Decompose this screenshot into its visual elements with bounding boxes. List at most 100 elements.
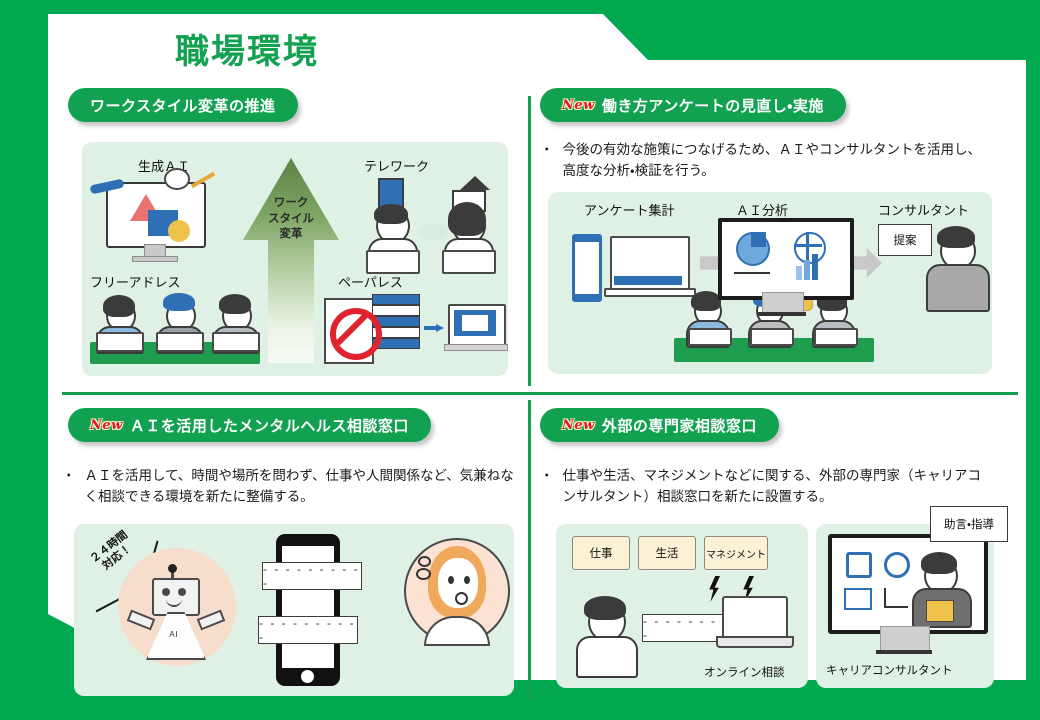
bullet-text: 今後の有効な施策につなげるため、ＡＩやコンサルタントを活用し、高度な分析・検証を… <box>562 142 982 178</box>
section-heading-label: 外部の専門家相談窓口 <box>601 417 757 435</box>
robot-eye <box>178 588 186 596</box>
figure-label-consultant: コンサルタント <box>878 203 970 218</box>
office-building-icon <box>378 178 404 208</box>
prohibited-icon <box>330 308 382 360</box>
hair-icon <box>691 291 721 311</box>
laptop-icon <box>212 332 260 352</box>
palette-icon <box>164 168 190 190</box>
section-heading-external-expert-desk[interactable]: New 外部の専門家相談窓口 <box>540 408 779 442</box>
chat-bubble-text: - - - - - - - - - - <box>263 562 360 590</box>
folder-icon <box>926 600 954 622</box>
line-chart-icon <box>734 272 770 274</box>
display-foot <box>758 312 806 316</box>
arrow-label: ワーク スタイル 変革 <box>243 196 339 243</box>
avatar-body <box>576 636 638 678</box>
section-heading-label: ワークスタイル変革の推進 <box>90 97 276 115</box>
display-foot <box>876 650 932 654</box>
chat-bubble-text: - - - - - - - - - - <box>259 616 356 644</box>
book-icon <box>372 305 420 316</box>
speech-bubble-proposal: 提案 <box>878 224 932 256</box>
laptop-base <box>444 344 508 351</box>
bullet-marker: ・ <box>540 142 554 157</box>
arrow-label-line-3: 変革 <box>279 228 303 241</box>
home-roof-icon <box>460 176 490 190</box>
hair-icon <box>921 552 957 574</box>
figure-online-consultation: 仕事 生活 マネジメント - - - - - - - - オンライン相談 <box>556 524 808 688</box>
document-icon <box>462 315 488 331</box>
section-heading-label: ＡＩを活用したメンタルヘルス相談窓口 <box>129 417 409 435</box>
analysis-display-icon <box>718 218 854 300</box>
avatar-body <box>926 264 990 312</box>
divider-vertical-top <box>528 96 531 386</box>
robot-antenna-tip <box>168 564 177 573</box>
smartphone-screen <box>575 242 599 294</box>
speech-bubble-text: 提案 <box>893 235 917 247</box>
figure-label-survey-aggregation: アンケート集計 <box>584 203 675 218</box>
section-heading-label: 働き方アンケートの見直し・実施 <box>601 97 824 115</box>
snowflake-spoke <box>794 244 822 247</box>
cloud-icon <box>418 224 448 240</box>
divider-vertical-bottom <box>528 400 531 700</box>
topic-bubble-text: マネジメント <box>706 549 766 561</box>
topic-bubble-work: 仕事 <box>572 536 630 570</box>
new-badge-icon: New <box>562 97 595 113</box>
bar-chart-icon <box>804 260 810 280</box>
circle-shape-icon <box>168 220 190 242</box>
laptop-base <box>716 636 794 648</box>
figure-label-paperless: ペーパレス <box>338 275 403 290</box>
hair-icon <box>103 295 135 317</box>
bullet-ai-mental-health-desk: ・ ＡＩを活用して、時間や場所を問わず、仕事や人間関係など、気兼ねなく相談できる… <box>62 466 514 508</box>
blue-arrow-icon <box>424 324 444 332</box>
cpu-chip-icon <box>846 552 872 578</box>
emotion-mark-icon <box>416 568 431 580</box>
emotion-mark-icon <box>418 556 431 567</box>
laptop-icon <box>716 596 794 648</box>
laptop-icon <box>688 328 732 346</box>
new-badge-icon: New <box>562 417 595 433</box>
bullet-work-style-survey: ・ 今後の有効な施策につなげるため、ＡＩやコンサルタントを活用し、高度な分析・検… <box>540 140 992 182</box>
hair-icon <box>584 596 626 620</box>
chat-bubble-text: - - - - - - - - <box>643 614 717 642</box>
section-heading-work-style-reform[interactable]: ワークスタイル変革の推進 <box>68 88 298 122</box>
laptop-icon <box>96 332 144 352</box>
laptop-icon <box>366 250 420 274</box>
section-heading-work-style-survey[interactable]: New 働き方アンケートの見直し・実施 <box>540 88 846 122</box>
smartphone-home-button <box>301 670 314 683</box>
robot-head-icon <box>152 578 200 616</box>
robot-antenna <box>171 568 174 578</box>
eye-icon <box>448 576 454 584</box>
pie-slice <box>751 232 766 247</box>
robot-label: AI <box>169 630 179 639</box>
laptop-icon <box>442 250 496 274</box>
mouth-icon <box>455 592 468 605</box>
lightning-icon <box>709 576 720 602</box>
topic-bubble-life: 生活 <box>638 536 696 570</box>
magnifier-chart-icon <box>884 588 908 608</box>
figure-label-ai-analysis: ＡＩ分析 <box>736 203 789 218</box>
lightning-icon <box>743 576 754 602</box>
chat-bubble-outgoing: - - - - - - - - - - <box>258 616 358 644</box>
speech-bubble-advice: 助言・指導 <box>930 506 1008 542</box>
snowflake-icon <box>794 232 826 264</box>
laptop-base <box>604 288 696 297</box>
bullet-external-expert-desk: ・ 仕事や生活、マネジメントなどに関する、外部の専門家（キャリアコンサルタント）… <box>540 466 992 508</box>
bullet-marker: ・ <box>62 468 76 483</box>
monitor-chart-icon <box>844 588 872 610</box>
hair-icon <box>374 204 408 224</box>
section-heading-ai-mental-health-desk[interactable]: New ＡＩを活用したメンタルヘルス相談窓口 <box>68 408 431 442</box>
chat-bubble-incoming: - - - - - - - - - - <box>262 562 362 590</box>
new-badge-icon: New <box>90 417 123 433</box>
page-title: 職場環境 <box>175 32 319 72</box>
divider-horizontal <box>62 392 1018 395</box>
book-icon <box>372 294 420 305</box>
figure-label-online-consultation: オンライン相談 <box>704 667 785 679</box>
eye-icon <box>464 576 470 584</box>
bar-chart-icon <box>812 254 818 280</box>
hair-icon <box>448 202 486 236</box>
topic-bubble-text: 生活 <box>655 548 679 560</box>
figure-label-free-address: フリーアドレス <box>90 275 181 290</box>
bullet-marker: ・ <box>540 468 554 483</box>
laptop-icon <box>750 328 794 346</box>
hair-icon <box>163 293 195 311</box>
